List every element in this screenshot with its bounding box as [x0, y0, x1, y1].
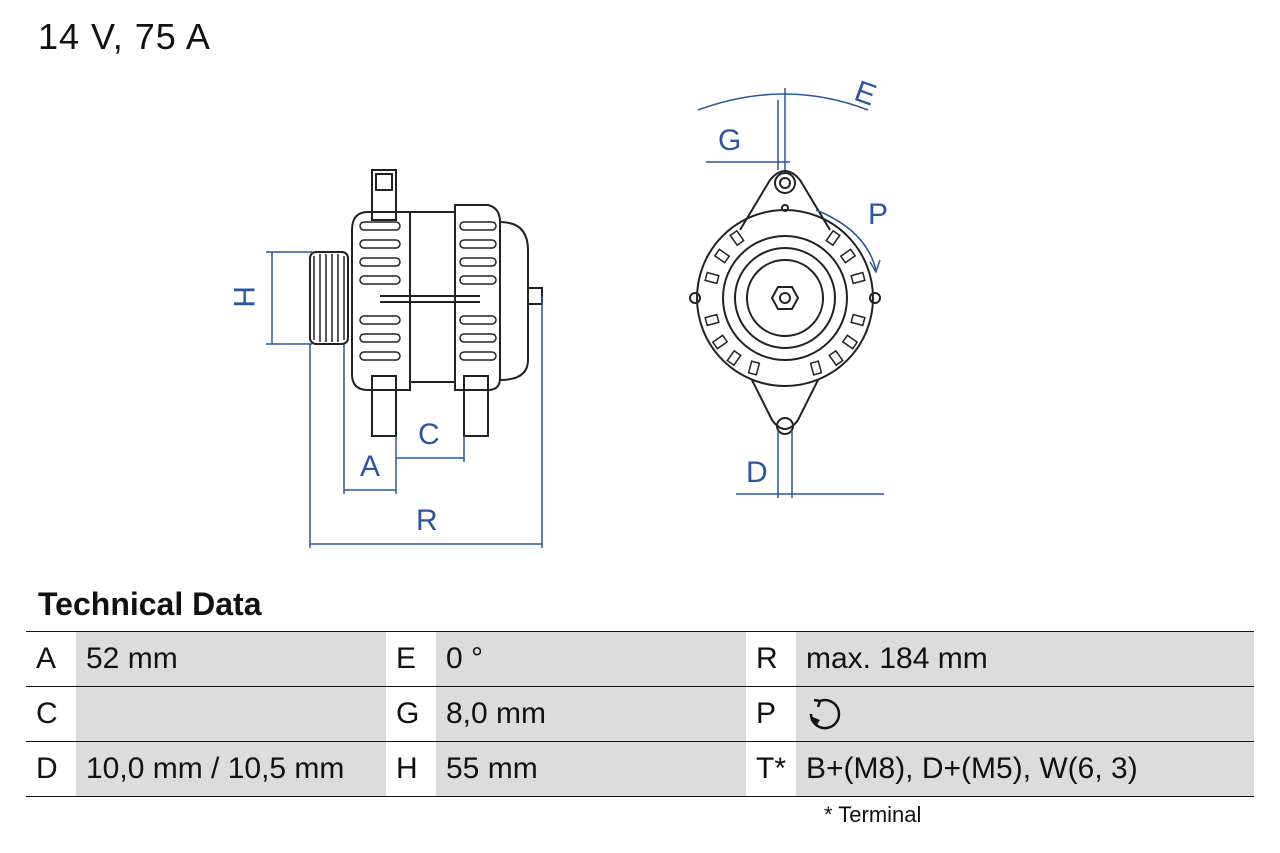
- spec-value: 10,0 mm / 10,5 mm: [76, 741, 386, 797]
- spec-key: P: [746, 686, 796, 742]
- technical-data-heading: Technical Data: [38, 586, 262, 622]
- side-view-dimensions: [266, 251, 543, 548]
- spec-key: H: [386, 741, 436, 797]
- spec-key: D: [26, 741, 76, 797]
- dim-label-e: E: [850, 75, 880, 113]
- dim-label-g: G: [718, 124, 741, 157]
- front-view-dimensions: [697, 88, 884, 498]
- spec-value-rotation: [796, 686, 1254, 742]
- side-view-dimension-labels: H C A R: [227, 286, 440, 537]
- terminal-footnote: * Terminal: [824, 802, 922, 827]
- product-title: 14 V, 75 A: [38, 16, 211, 57]
- table-row: D 10,0 mm / 10,5 mm H 55 mm T* B+(M8), D…: [26, 741, 1254, 797]
- spec-key: R: [746, 631, 796, 687]
- dim-label-d: D: [746, 456, 768, 489]
- alternator-technical-drawing: H C A R: [227, 75, 888, 548]
- clockwise-rotation-icon: [809, 698, 841, 730]
- alternator-side-view: [309, 169, 543, 437]
- dim-label-h: H: [227, 286, 260, 308]
- dim-label-c: C: [418, 418, 440, 451]
- spec-value: 55 mm: [436, 741, 746, 797]
- spec-key: G: [386, 686, 436, 742]
- dim-label-a: A: [360, 450, 380, 483]
- alternator-front-view: [689, 170, 881, 435]
- table-row: C G 8,0 mm P: [26, 686, 1254, 742]
- spec-value: max. 184 mm: [796, 631, 1254, 687]
- front-view-dimension-labels: E G P D: [718, 75, 888, 489]
- spec-key: T*: [746, 741, 796, 797]
- spec-value: 52 mm: [76, 631, 386, 687]
- spec-key: C: [26, 686, 76, 742]
- technical-data-table: A 52 mm E 0 ° R max. 184 mm C G 8,0 mm P…: [26, 631, 1254, 797]
- dim-label-p: P: [868, 198, 888, 231]
- spec-key: A: [26, 631, 76, 687]
- table-row: A 52 mm E 0 ° R max. 184 mm: [26, 631, 1254, 687]
- spec-value: B+(M8), D+(M5), W(6, 3): [796, 741, 1254, 797]
- dim-label-r: R: [416, 504, 438, 537]
- spec-key: E: [386, 631, 436, 687]
- spec-value: 0 °: [436, 631, 746, 687]
- spec-value: 8,0 mm: [436, 686, 746, 742]
- spec-value: [76, 686, 386, 742]
